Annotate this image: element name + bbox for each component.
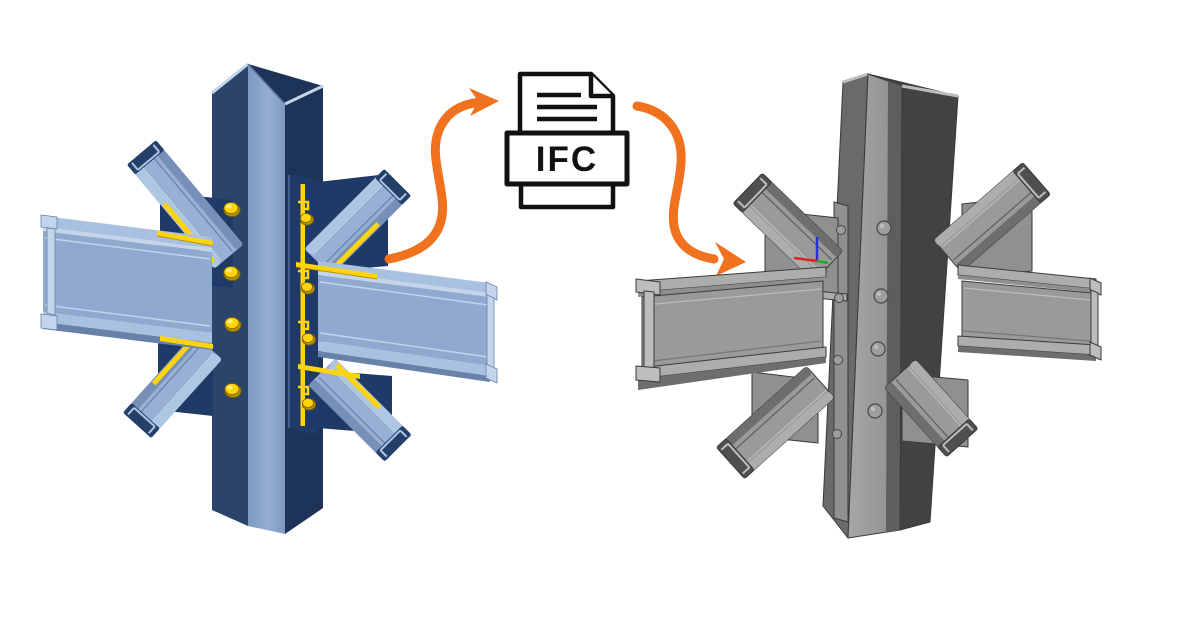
column-left-flange: [212, 64, 248, 526]
axis-triad: [793, 237, 829, 265]
ifc-file-icon: IFC: [504, 71, 630, 210]
plate-bolts: [832, 225, 846, 439]
bolt: [302, 398, 316, 411]
brace-top-right: [934, 162, 1050, 272]
bolt: [301, 282, 315, 295]
brace-bottom-right: [309, 359, 411, 461]
bolt: [832, 429, 842, 439]
bottom-tab: [518, 181, 616, 210]
web-bolts: [223, 202, 242, 398]
import-arrow: [632, 101, 746, 276]
folded-corner: [588, 74, 613, 99]
brace-bottom-left: [716, 367, 834, 479]
y-axis: [816, 259, 829, 265]
web-bolts: [867, 220, 892, 419]
weld-cleat: [331, 221, 380, 271]
beam-web: [318, 275, 490, 366]
arrowhead: [715, 242, 746, 276]
beam-bottom-flange: [43, 312, 212, 343]
column-right-flange: [899, 85, 959, 531]
bolt: [833, 355, 843, 365]
beam-end-section: [40, 214, 58, 230]
bolt: [223, 266, 241, 281]
bolt: [300, 213, 314, 226]
bolt: [873, 288, 889, 304]
column-web: [248, 64, 285, 534]
brace-bottom-right: [885, 360, 978, 457]
bolt: [876, 220, 892, 236]
angle-cleats: [156, 184, 378, 426]
beam-web: [43, 231, 212, 333]
ifc-label: IFC: [536, 140, 598, 179]
source-model-render: [40, 62, 498, 534]
bolt: [867, 403, 883, 419]
beam-bottom-flange: [318, 341, 490, 376]
export-arrow: [384, 88, 499, 264]
brace-top-right: [305, 169, 411, 275]
source-beam-left: [40, 214, 212, 350]
bolt: [834, 293, 844, 303]
bolt: [302, 333, 316, 346]
beam-top-flange: [318, 261, 490, 293]
bolt: [224, 317, 242, 332]
label-box: [504, 130, 630, 187]
target-beam-right: [957, 264, 1102, 361]
beam-end-section: [635, 278, 661, 296]
brace-bottom-left: [123, 335, 221, 438]
arrowhead: [469, 88, 499, 116]
x-axis: [793, 256, 818, 263]
bolt: [870, 341, 886, 357]
bolt: [223, 202, 241, 217]
bolt: [224, 383, 242, 398]
weld-cleat: [151, 338, 195, 386]
beam-top-flange: [43, 216, 212, 248]
plate-bolts: [300, 213, 316, 411]
source-beam-right: [318, 261, 498, 384]
text-lines: [537, 92, 597, 122]
target-model-render: [635, 72, 1102, 539]
target-beam-left: [635, 266, 827, 390]
bolt: [836, 225, 846, 235]
